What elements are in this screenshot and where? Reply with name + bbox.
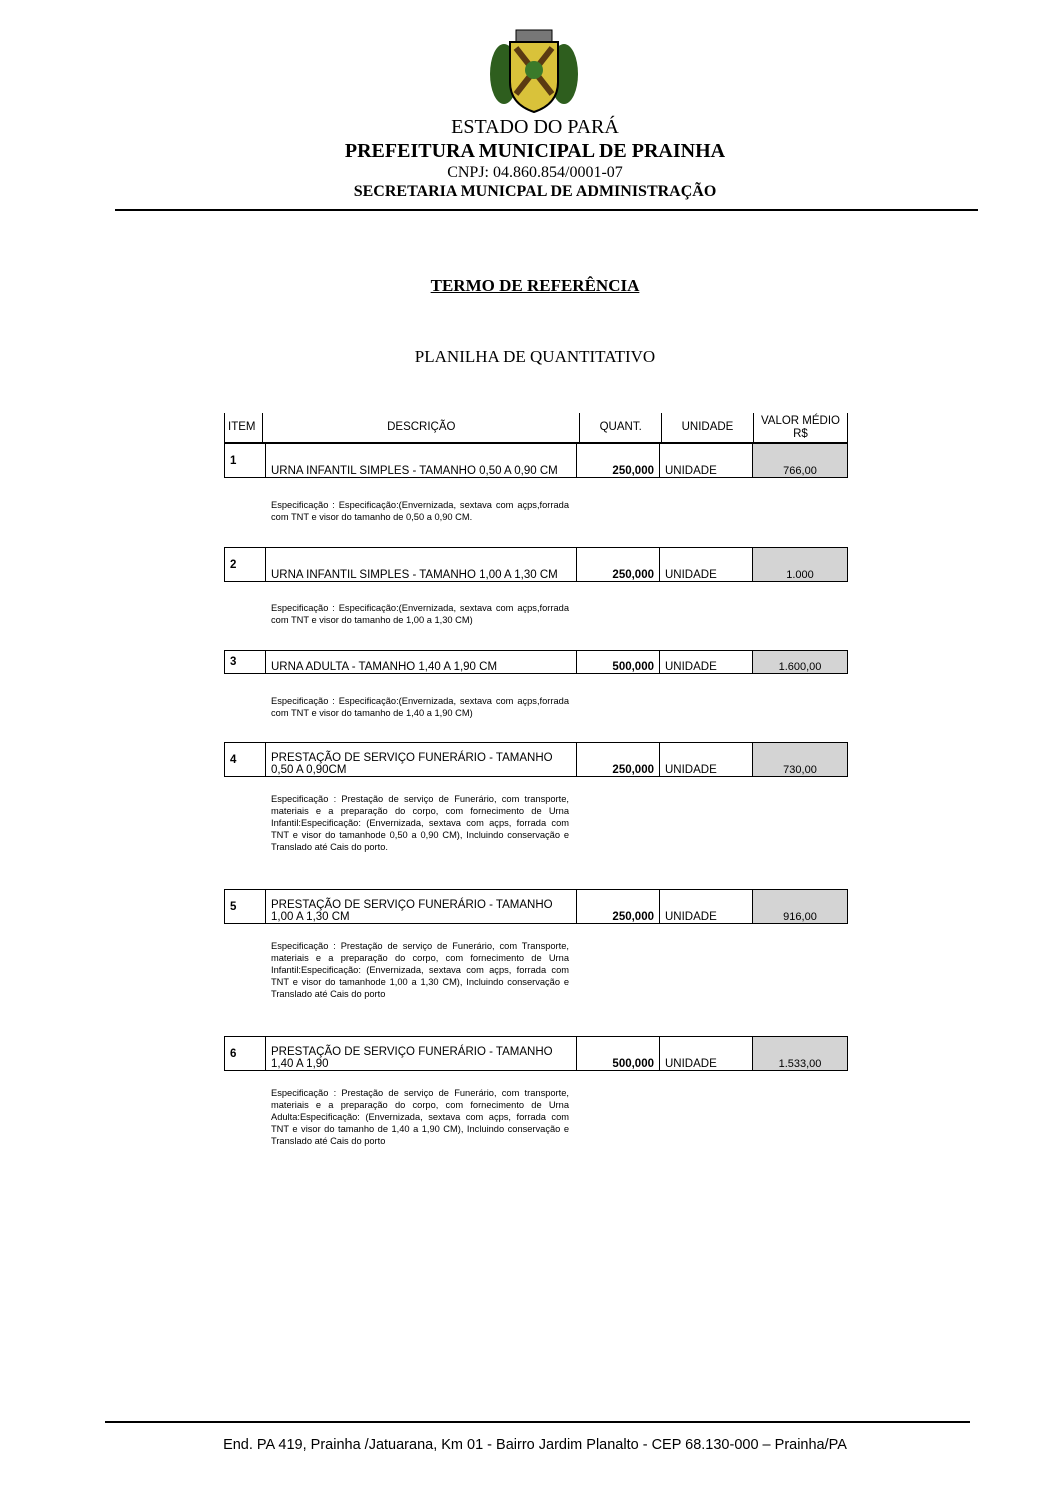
coat-of-arms-logo bbox=[486, 24, 582, 116]
item-quantity: 250,000 bbox=[576, 547, 660, 582]
item-unit: UNIDADE bbox=[659, 1036, 753, 1071]
item-unit: UNIDADE bbox=[659, 742, 753, 777]
item-value: 766,00 bbox=[752, 443, 848, 478]
item-number: 4 bbox=[224, 742, 266, 777]
item-description: URNA ADULTA - TAMANHO 1,40 A 1,90 CM bbox=[265, 650, 577, 674]
item-quantity: 250,000 bbox=[576, 443, 660, 478]
table-row: 4 PRESTAÇÃO DE SERVIÇO FUNERÁRIO - TAMAN… bbox=[224, 742, 848, 777]
item-number: 6 bbox=[224, 1036, 266, 1071]
item-value: 730,00 bbox=[752, 742, 848, 777]
item-specification: Especificação : Especificação:(Enverniza… bbox=[271, 500, 569, 522]
item-unit: UNIDADE bbox=[659, 443, 753, 478]
item-specification: Especificação : Especificação:(Enverniza… bbox=[271, 696, 569, 718]
cnpj: CNPJ: 04.860.854/0001-07 bbox=[447, 164, 623, 181]
item-specification: Especificação : Especificação:(Enverniza… bbox=[271, 603, 569, 625]
col-unit: UNIDADE bbox=[661, 413, 754, 443]
item-value: 1.600,00 bbox=[752, 650, 848, 674]
table-header: ITEM DESCRIÇÃO QUANT. UNIDADE VALOR MÉDI… bbox=[223, 413, 849, 443]
item-description: PRESTAÇÃO DE SERVIÇO FUNERÁRIO - TAMANHO… bbox=[265, 742, 577, 777]
table-row: 3 URNA ADULTA - TAMANHO 1,40 A 1,90 CM 5… bbox=[224, 650, 848, 674]
item-number: 3 bbox=[224, 650, 266, 674]
col-quantity: QUANT. bbox=[579, 413, 662, 443]
item-unit: UNIDADE bbox=[659, 650, 753, 674]
item-quantity: 500,000 bbox=[576, 1036, 660, 1071]
document-subtitle: PLANILHA DE QUANTITATIVO bbox=[414, 347, 656, 366]
footer-address: End. PA 419, Prainha /Jatuarana, Km 01 -… bbox=[223, 1437, 847, 1453]
item-quantity: 500,000 bbox=[576, 650, 660, 674]
item-number: 2 bbox=[224, 547, 266, 582]
prefecture-name: PREFEITURA MUNICIPAL DE PRAINHA bbox=[344, 140, 726, 162]
item-quantity: 250,000 bbox=[576, 742, 660, 777]
item-unit: UNIDADE bbox=[659, 889, 753, 924]
col-item: ITEM bbox=[223, 413, 264, 443]
item-unit: UNIDADE bbox=[659, 547, 753, 582]
footer-divider bbox=[105, 1421, 970, 1423]
item-specification: Especificação : Prestação de serviço de … bbox=[271, 794, 569, 852]
state-name: ESTADO DO PARÁ bbox=[451, 116, 619, 138]
item-description: URNA INFANTIL SIMPLES - TAMANHO 0,50 A 0… bbox=[265, 443, 577, 478]
table-row: 2 URNA INFANTIL SIMPLES - TAMANHO 1,00 A… bbox=[224, 547, 848, 582]
col-value: VALOR MÉDIO R$ bbox=[752, 413, 849, 443]
table-row: 6 PRESTAÇÃO DE SERVIÇO FUNERÁRIO - TAMAN… bbox=[224, 1036, 848, 1071]
col-description: DESCRIÇÃO bbox=[262, 413, 581, 443]
item-number: 1 bbox=[224, 443, 266, 478]
item-quantity: 250,000 bbox=[576, 889, 660, 924]
item-description: PRESTAÇÃO DE SERVIÇO FUNERÁRIO - TAMANHO… bbox=[265, 889, 577, 924]
table-row: 1 URNA INFANTIL SIMPLES - TAMANHO 0,50 A… bbox=[224, 443, 848, 478]
document-title: TERMO DE REFERÊNCIA bbox=[430, 276, 640, 295]
item-value: 1.000 bbox=[752, 547, 848, 582]
table-row: 5 PRESTAÇÃO DE SERVIÇO FUNERÁRIO - TAMAN… bbox=[224, 889, 848, 924]
item-description: PRESTAÇÃO DE SERVIÇO FUNERÁRIO - TAMANHO… bbox=[265, 1036, 577, 1071]
item-value: 1.533,00 bbox=[752, 1036, 848, 1071]
item-number: 5 bbox=[224, 889, 266, 924]
secretariat-name: SECRETARIA MUNICPAL DE ADMINISTRAÇÃO bbox=[353, 183, 717, 200]
header-divider bbox=[115, 209, 978, 211]
item-description: URNA INFANTIL SIMPLES - TAMANHO 1,00 A 1… bbox=[265, 547, 577, 582]
item-specification: Especificação : Prestação de serviço de … bbox=[271, 941, 569, 999]
item-specification: Especificação : Prestação de serviço de … bbox=[271, 1088, 569, 1146]
item-value: 916,00 bbox=[752, 889, 848, 924]
